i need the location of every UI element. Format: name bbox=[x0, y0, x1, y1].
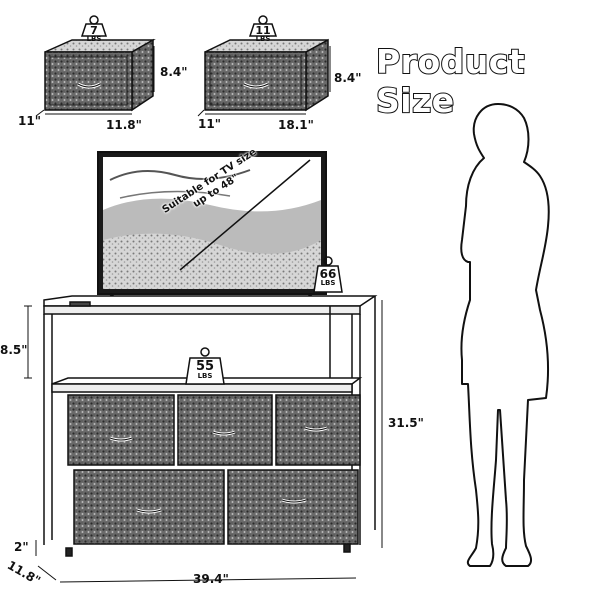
dimension-lines bbox=[24, 109, 383, 583]
weight-unit: LBS bbox=[86, 35, 102, 43]
weight-value: 7 bbox=[90, 24, 98, 37]
large-bin-width: 18.1" bbox=[278, 118, 314, 132]
weight-label-large-bin: 11 LBS bbox=[252, 25, 274, 43]
page-title: Product Size bbox=[375, 41, 526, 121]
large-bin bbox=[204, 38, 331, 115]
small-bin-height: 8.4" bbox=[160, 65, 188, 79]
weight-tag-small-bin bbox=[80, 15, 108, 37]
dresser-top-height: 8.5" bbox=[0, 343, 28, 357]
weight-unit: LBS bbox=[197, 372, 213, 380]
weight-tag-tv bbox=[313, 256, 343, 293]
person-silhouette bbox=[460, 103, 550, 567]
weight-label-tv: 66 LBS bbox=[316, 268, 340, 287]
weight-tag-shelf bbox=[185, 347, 225, 385]
weight-value: 11 bbox=[255, 24, 271, 37]
television bbox=[97, 151, 327, 303]
weight-unit: LBS bbox=[320, 279, 336, 287]
small-bin-depth: 11" bbox=[18, 114, 41, 128]
weight-label-shelf: 55 LBS bbox=[190, 360, 220, 380]
weight-label-small-bin: 7 LBS bbox=[84, 25, 104, 43]
dresser-width: 39.4" bbox=[193, 572, 229, 586]
dresser-total-height: 31.5" bbox=[388, 416, 424, 430]
weight-value: 55 bbox=[195, 359, 215, 374]
large-bin-height: 8.4" bbox=[334, 71, 362, 85]
large-bin-depth: 11" bbox=[198, 117, 221, 131]
weight-unit: LBS bbox=[255, 35, 271, 43]
weight-value: 66 bbox=[319, 267, 337, 281]
dresser-leg-height: 2" bbox=[14, 540, 29, 554]
small-bin bbox=[44, 38, 156, 115]
small-bin-width: 11.8" bbox=[106, 118, 142, 132]
dresser bbox=[43, 295, 378, 557]
weight-tag-large-bin bbox=[248, 15, 278, 37]
